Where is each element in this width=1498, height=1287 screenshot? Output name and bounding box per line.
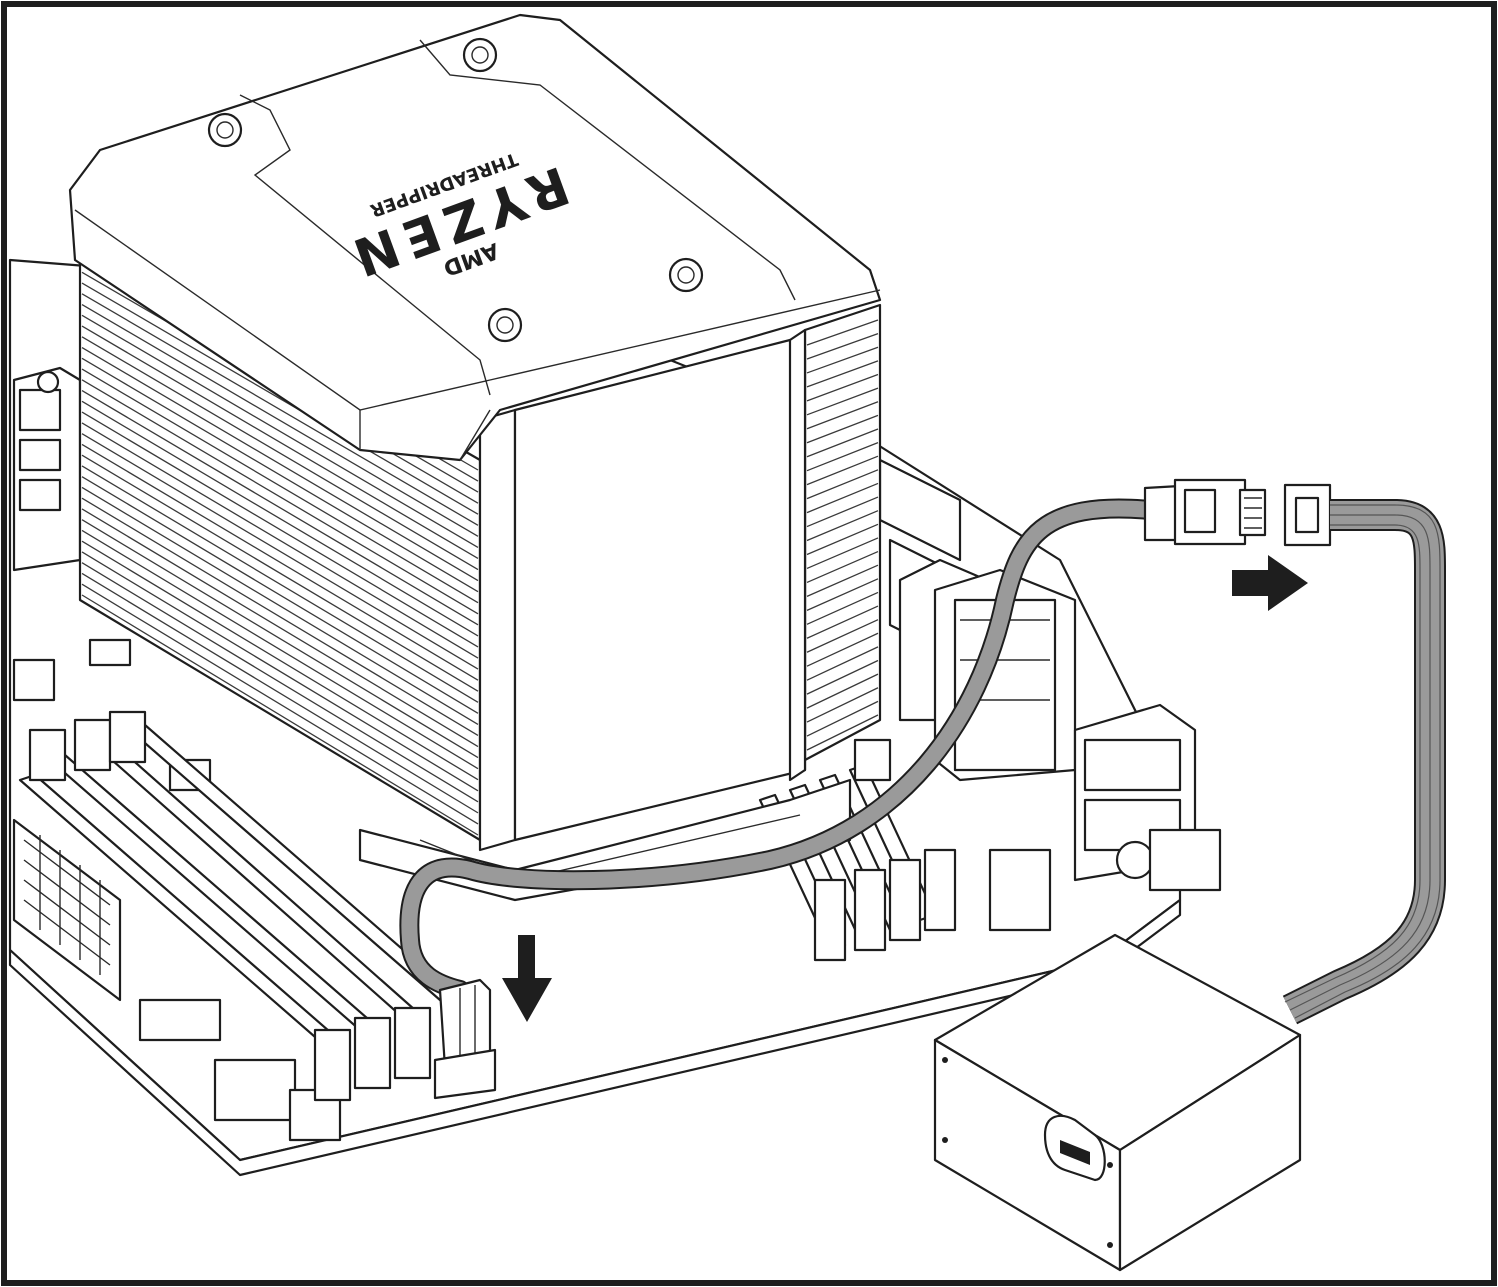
heatsink-fin-line [81, 368, 479, 604]
cooler-screw-icon [207, 37, 704, 343]
psu-cable-bundle-icon [1282, 499, 1446, 1025]
heatsink-fin-line [806, 550, 879, 584]
rear-io-icon [12, 366, 82, 572]
heatsink-fin-line [81, 357, 479, 593]
heatsink-fin-line [81, 497, 479, 737]
heatsink-fin-line [81, 443, 479, 681]
heatsink-fin-line [81, 303, 479, 537]
heatsink-fin-line [81, 325, 479, 560]
heatsink-fin-line [81, 594, 479, 836]
heatsink-fin-line [81, 400, 479, 637]
cooler-right-fins-icon [803, 303, 882, 762]
io-port-block-icon [1073, 703, 1222, 892]
heatsink-fin-line [81, 433, 479, 670]
heatsink-fin-line [806, 659, 879, 695]
heatsink-fin-line [806, 605, 879, 639]
heatsink-fin-line [81, 476, 479, 714]
arrow-down-icon [502, 935, 552, 1022]
heatsink-fin-line [81, 379, 479, 615]
arrow-right-icon [1232, 555, 1308, 611]
heatsink-fin-line [806, 537, 879, 570]
heatsink-fin-line [806, 441, 879, 472]
power-supply-icon [933, 933, 1302, 1272]
heatsink-fin-line [81, 572, 479, 814]
heatsink-fin-line [806, 700, 879, 737]
heatsink-fin-line [81, 336, 479, 571]
heatsink-fin-line [81, 486, 479, 725]
heatsink-fin-line [81, 293, 479, 526]
heatsink-fin-line [81, 562, 479, 803]
heatsink-fin-line [81, 583, 479, 825]
ac-inlet-icon [1043, 1114, 1106, 1182]
heatsink-fin-line [806, 428, 879, 458]
heatsink-fin-line [806, 346, 879, 374]
heatsink-fin-line [806, 523, 879, 556]
fan-connector-icon [433, 978, 497, 1100]
heatsink-fin-line [81, 519, 479, 759]
psu-cable-connector-icon [1283, 483, 1332, 547]
heatsink-fin-line [81, 411, 479, 648]
heatsink-fin-line [81, 454, 479, 692]
heatsink-fin-line [806, 646, 879, 681]
fan-cable-connector-icon [1143, 478, 1267, 546]
heatsink-fin-line [806, 687, 879, 723]
heatsink-fin-line [806, 619, 879, 653]
fan-cable-icon [399, 498, 1160, 1000]
atx-power-connector-icon [12, 818, 122, 1002]
heatsink-fin-line [806, 714, 879, 751]
heatsink-fin-line [81, 540, 479, 781]
heatsink-fin-line [806, 373, 879, 402]
cpu-cooler-icon: AMD RYZEN THREADRIPPER [68, 13, 882, 902]
heatsink-fin-line [806, 632, 879, 667]
heatsink-fin-line [81, 314, 479, 548]
heatsink-fin-line [806, 333, 879, 360]
heatsink-fin-line [806, 319, 879, 346]
heatsink-fin-line [806, 564, 879, 597]
heatsink-fin-line [806, 591, 879, 625]
heatsink-fin-line [81, 390, 479, 626]
heatsink-fin-line [806, 360, 879, 388]
heatsink-fin-line [806, 578, 879, 611]
heatsink-fin-line [806, 496, 879, 528]
heatsink-fin-line [81, 465, 479, 703]
heatsink-fin-line [81, 529, 479, 770]
heatsink-fin-line [81, 422, 479, 659]
heatsink-fin-line [81, 282, 479, 515]
memory-slots-left-icon [18, 710, 457, 1102]
heatsink-fin-line [81, 347, 479, 582]
heatsink-fin-line [806, 673, 879, 709]
heatsink-fin-line [806, 510, 879, 542]
heatsink-fin-line [806, 414, 879, 444]
heatsink-fin-line [806, 482, 879, 514]
heatsink-fin-line [806, 387, 879, 416]
heatsink-fin-line [806, 401, 879, 430]
heatsink-fin-line [81, 508, 479, 748]
heatsink-fin-line [806, 469, 879, 500]
heatsink-fin-line [81, 551, 479, 792]
heatsink-fin-line [806, 455, 879, 486]
